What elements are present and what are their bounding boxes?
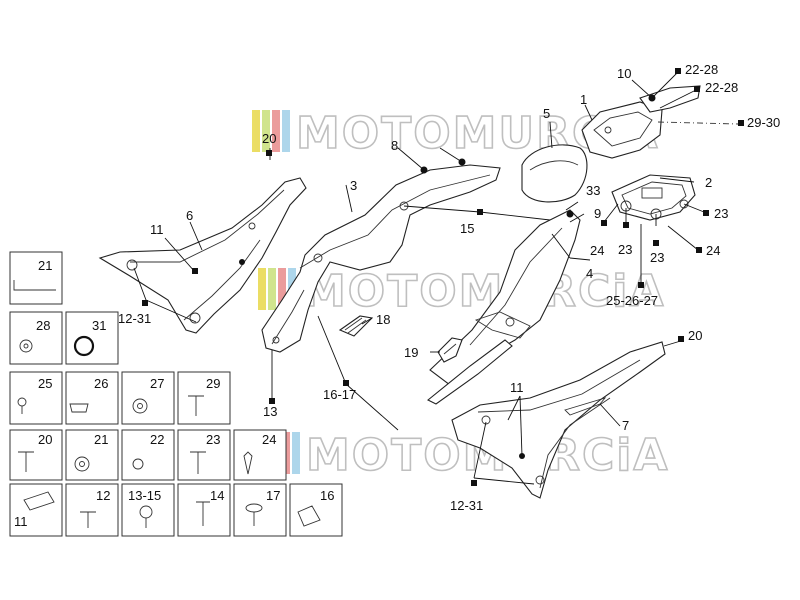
callout-23-mid: 23: [618, 242, 632, 257]
hw-cell: 16: [289, 483, 343, 537]
hw-cell: 22: [121, 429, 175, 481]
hw-cell: 23: [177, 429, 231, 481]
hw-cell: 29: [177, 371, 231, 425]
hw-cell: 17: [233, 483, 287, 537]
callout-12-31: 12-31: [118, 311, 151, 326]
hw-cell: 26: [65, 371, 119, 425]
part-2-latch-plate: [611, 174, 696, 221]
callout-23-low: 23: [650, 250, 664, 265]
hardware-grid: 21 28 31 25 26 27: [9, 251, 343, 537]
svg-text:26: 26: [94, 376, 108, 391]
part-1-tail-light-cover: [581, 101, 663, 159]
callout-18: 18: [376, 312, 390, 327]
svg-text:23: 23: [206, 432, 220, 447]
hw-cell: 21: [9, 251, 63, 305]
svg-text:25: 25: [38, 376, 52, 391]
callout-19: 19: [404, 345, 418, 360]
callout-5: 5: [543, 106, 550, 121]
hw-cell: 27: [121, 371, 175, 425]
callout-8: 8: [391, 138, 398, 153]
callout-29-30: 29-30: [747, 115, 780, 130]
callout-7: 7: [622, 418, 629, 433]
hw-cell: 24: [233, 429, 287, 481]
callout-16-17: 16-17: [323, 387, 356, 402]
leader-lines: [133, 71, 739, 485]
svg-text:31: 31: [92, 318, 106, 333]
trim-strip: [426, 339, 513, 405]
part-10-hump: [639, 85, 701, 113]
svg-text:17: 17: [266, 488, 280, 503]
hw-cell: 14: [177, 483, 231, 537]
svg-text:12: 12: [96, 488, 110, 503]
hw-cell: 31: [65, 311, 119, 365]
callout-23-right: 23: [714, 206, 728, 221]
callout-13: 13: [263, 404, 277, 419]
svg-text:21: 21: [94, 432, 108, 447]
callout-12-31-right: 12-31: [450, 498, 483, 513]
callout-24-right: 24: [706, 243, 720, 258]
hw-cell: 25: [9, 371, 63, 425]
hw-cell: 20: [9, 429, 63, 481]
callout-1: 1: [580, 92, 587, 107]
part-19-trim: [437, 337, 463, 363]
svg-text:11: 11: [14, 514, 28, 529]
callout-20-right: 20: [688, 328, 702, 343]
callout-2: 2: [705, 175, 712, 190]
hw-cell: 11: [9, 483, 63, 537]
callout-11-right: 11: [510, 380, 524, 395]
callout-15: 15: [460, 221, 474, 236]
svg-text:22: 22: [150, 432, 164, 447]
reference-dots: [239, 94, 656, 459]
svg-text:27: 27: [150, 376, 164, 391]
svg-text:14: 14: [210, 488, 224, 503]
callout-9: 9: [594, 206, 601, 221]
callout-6: 6: [186, 208, 193, 223]
hw-cell: 12: [65, 483, 119, 537]
callout-20: 20: [262, 131, 276, 146]
callout-24-left: 24: [590, 243, 604, 258]
svg-text:29: 29: [206, 376, 220, 391]
svg-text:24: 24: [262, 432, 276, 447]
callout-10: 10: [617, 66, 631, 81]
callout-22-28-b: 22-28: [705, 80, 738, 95]
callout-3: 3: [350, 178, 357, 193]
part-6-left-side-panel: [98, 177, 307, 334]
callout-22-28-a: 22-28: [685, 62, 718, 77]
svg-text:16: 16: [320, 488, 334, 503]
part-5-seat-cushion: [521, 144, 588, 203]
callouts: 20 6 11 12-31 3 8 15 5 1 10 22-28 22-28 …: [118, 62, 780, 513]
part-18-vent: [338, 315, 374, 337]
callout-4: 4: [586, 266, 593, 281]
callout-25-26-27: 25-26-27: [606, 293, 658, 308]
svg-text:28: 28: [36, 318, 50, 333]
hw-cell: 13-15: [121, 483, 175, 537]
hw-cell: 21: [65, 429, 119, 481]
svg-text:20: 20: [38, 432, 52, 447]
svg-text:13-15: 13-15: [128, 488, 161, 503]
svg-text:21: 21: [38, 258, 52, 273]
watermark-text: MOTOMURCiA: [302, 266, 665, 317]
hw-cell: 28: [9, 311, 63, 365]
callout-33: 33: [586, 183, 600, 198]
callout-11: 11: [150, 222, 164, 237]
